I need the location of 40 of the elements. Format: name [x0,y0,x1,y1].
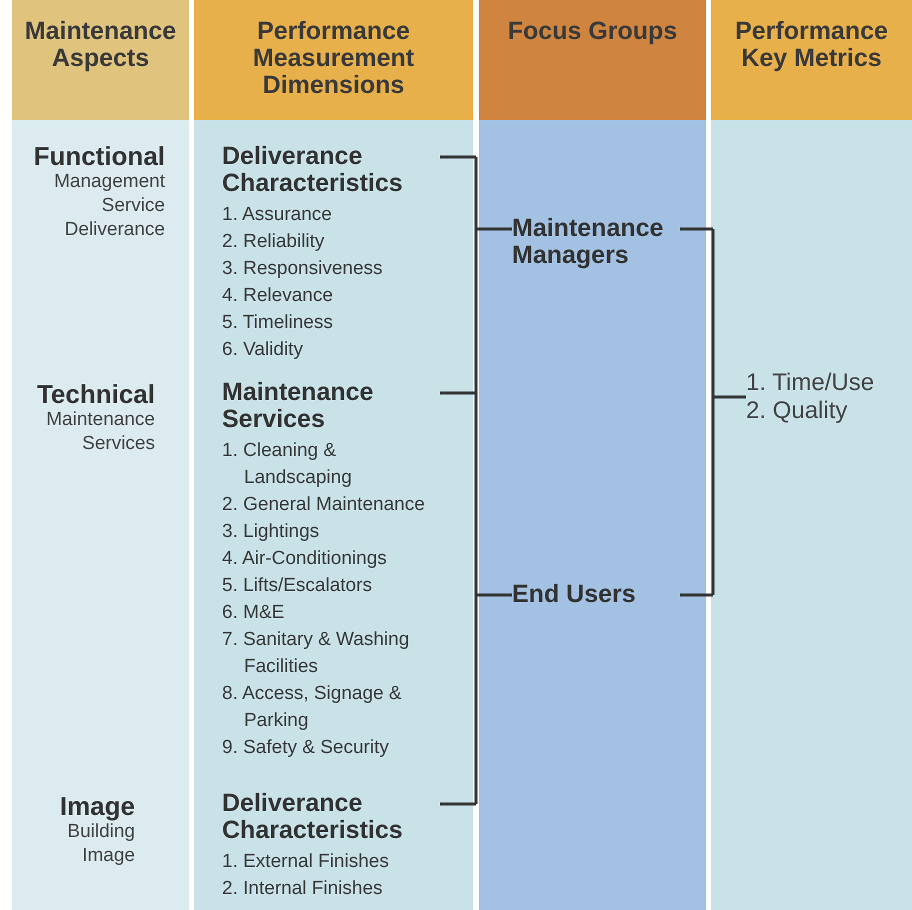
list-item: 8. Access, Signage & Parking [222,682,403,733]
aspect-description: Management Service Deliverance [53,170,165,242]
list-item: 2. Internal Finishes [222,877,384,901]
list-item: 1. Assurance [222,203,333,227]
aspect-heading: Image [58,793,135,820]
list-item: 3. Lightings [222,520,320,544]
metric-item: 1. Time/Use [746,369,876,397]
list-item: 1. Cleaning & Landscaping [222,439,353,490]
dimension-heading: Deliverance Characteristics [222,143,404,197]
list-item: 4. Air-Conditionings [222,547,388,571]
column-header: Performance Key Metrics [711,0,912,120]
aspect-description: Building Image [66,820,135,868]
list-item: 5. Timeliness [222,311,334,335]
column-panel [12,0,189,910]
column-header: Focus Groups [479,0,706,120]
dimension-heading: Maintenance Services [222,379,374,433]
column-panel [711,0,912,910]
list-item: 2. Reliability [222,230,326,254]
list-item: 3. Responsiveness [222,257,384,281]
list-item: 6. Validity [222,338,304,362]
list-item: 1. External Finishes [222,850,390,874]
aspect-description: Maintenance Services [45,408,155,456]
list-item: 2. General Maintenance [222,493,426,517]
column-panel [194,0,473,910]
bracket-connector [680,228,746,596]
column-header: Maintenance Aspects [12,0,189,120]
list-item: 4. Relevance [222,284,334,308]
aspect-heading: Functional [32,143,165,170]
column-header: Performance Measurement Dimensions [194,0,473,120]
list-item: 9. Safety & Security [222,736,390,760]
list-item: 5. Lifts/Escalators [222,574,373,598]
group-label: End Users [512,581,637,608]
bracket-connector [440,156,512,806]
list-item: 6. M&E [222,601,286,625]
aspect-heading: Technical [36,381,155,408]
metric-item: 2. Quality [746,397,848,425]
column-panel [479,0,706,910]
group-label: Maintenance Managers [512,215,664,269]
dimension-heading: Deliverance Characteristics [222,790,404,844]
list-item: 7. Sanitary & Washing Facilities [222,628,410,679]
